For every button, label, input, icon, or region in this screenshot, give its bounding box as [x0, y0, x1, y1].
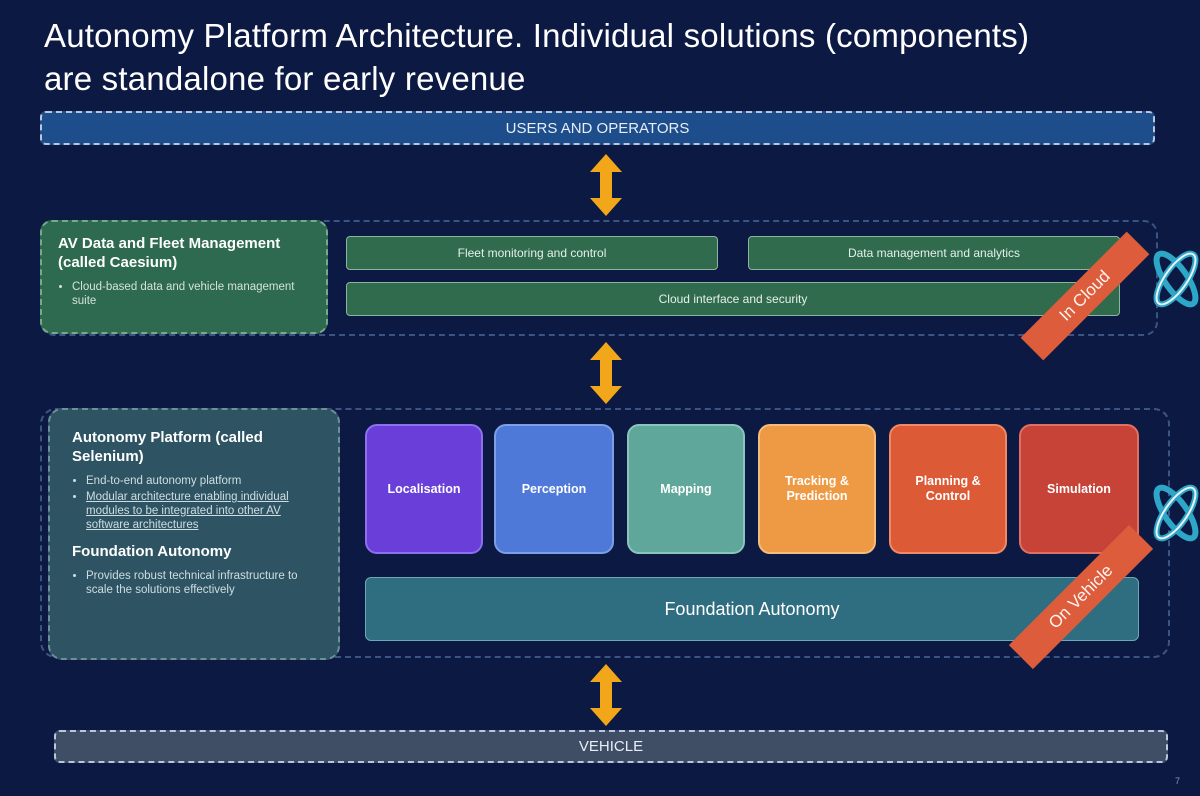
foundation-autonomy-subtitle: Foundation Autonomy: [72, 543, 232, 560]
orbit-logo-icon: [1153, 250, 1199, 308]
vehicle-band: VEHICLE: [54, 730, 1168, 763]
page-number: 7: [1174, 776, 1180, 786]
foundation-bullet: Provides robust technical infrastructure…: [86, 569, 324, 597]
selenium-card-title: Autonomy Platform (called Selenium): [72, 429, 263, 465]
slide-title: Autonomy Platform Architecture. Individu…: [44, 14, 1184, 100]
double-arrow-icon: [590, 154, 622, 216]
module-localisation: Localisation: [365, 424, 483, 554]
caesium-card: AV Data and Fleet Management (called Cae…: [40, 220, 328, 334]
users-band: USERS AND OPERATORS: [40, 111, 1155, 145]
data-management-box: Data management and analytics: [748, 236, 1120, 270]
selenium-card: Autonomy Platform (called Selenium) End-…: [48, 408, 340, 660]
module-mapping: Mapping: [627, 424, 745, 554]
double-arrow-icon: [590, 342, 622, 404]
foundation-bullets: Provides robust technical infrastructure…: [72, 569, 324, 597]
caesium-bullet: Cloud-based data and vehicle management …: [72, 280, 312, 308]
module-perception: Perception: [494, 424, 614, 554]
cloud-interface-box: Cloud interface and security: [346, 282, 1120, 316]
double-arrow-icon: [590, 664, 622, 726]
module-planning-control: Planning & Control: [889, 424, 1007, 554]
orbit-logo-icon: [1153, 484, 1199, 542]
selenium-bullet: Modular architecture enabling individual…: [86, 490, 324, 532]
foundation-autonomy-bar: Foundation Autonomy: [365, 577, 1139, 641]
fleet-monitoring-box: Fleet monitoring and control: [346, 236, 718, 270]
module-tracking-prediction: Tracking & Prediction: [758, 424, 876, 554]
selenium-bullets: End-to-end autonomy platform Modular arc…: [72, 474, 324, 532]
module-simulation: Simulation: [1019, 424, 1139, 554]
selenium-bullet: End-to-end autonomy platform: [86, 474, 324, 488]
caesium-card-title: AV Data and Fleet Management (called Cae…: [58, 235, 281, 271]
slide-title-line-1: Autonomy Platform Architecture. Individu…: [44, 17, 1030, 54]
caesium-bullets: Cloud-based data and vehicle management …: [58, 280, 312, 308]
slide-title-line-2: are standalone for early revenue: [44, 60, 526, 97]
